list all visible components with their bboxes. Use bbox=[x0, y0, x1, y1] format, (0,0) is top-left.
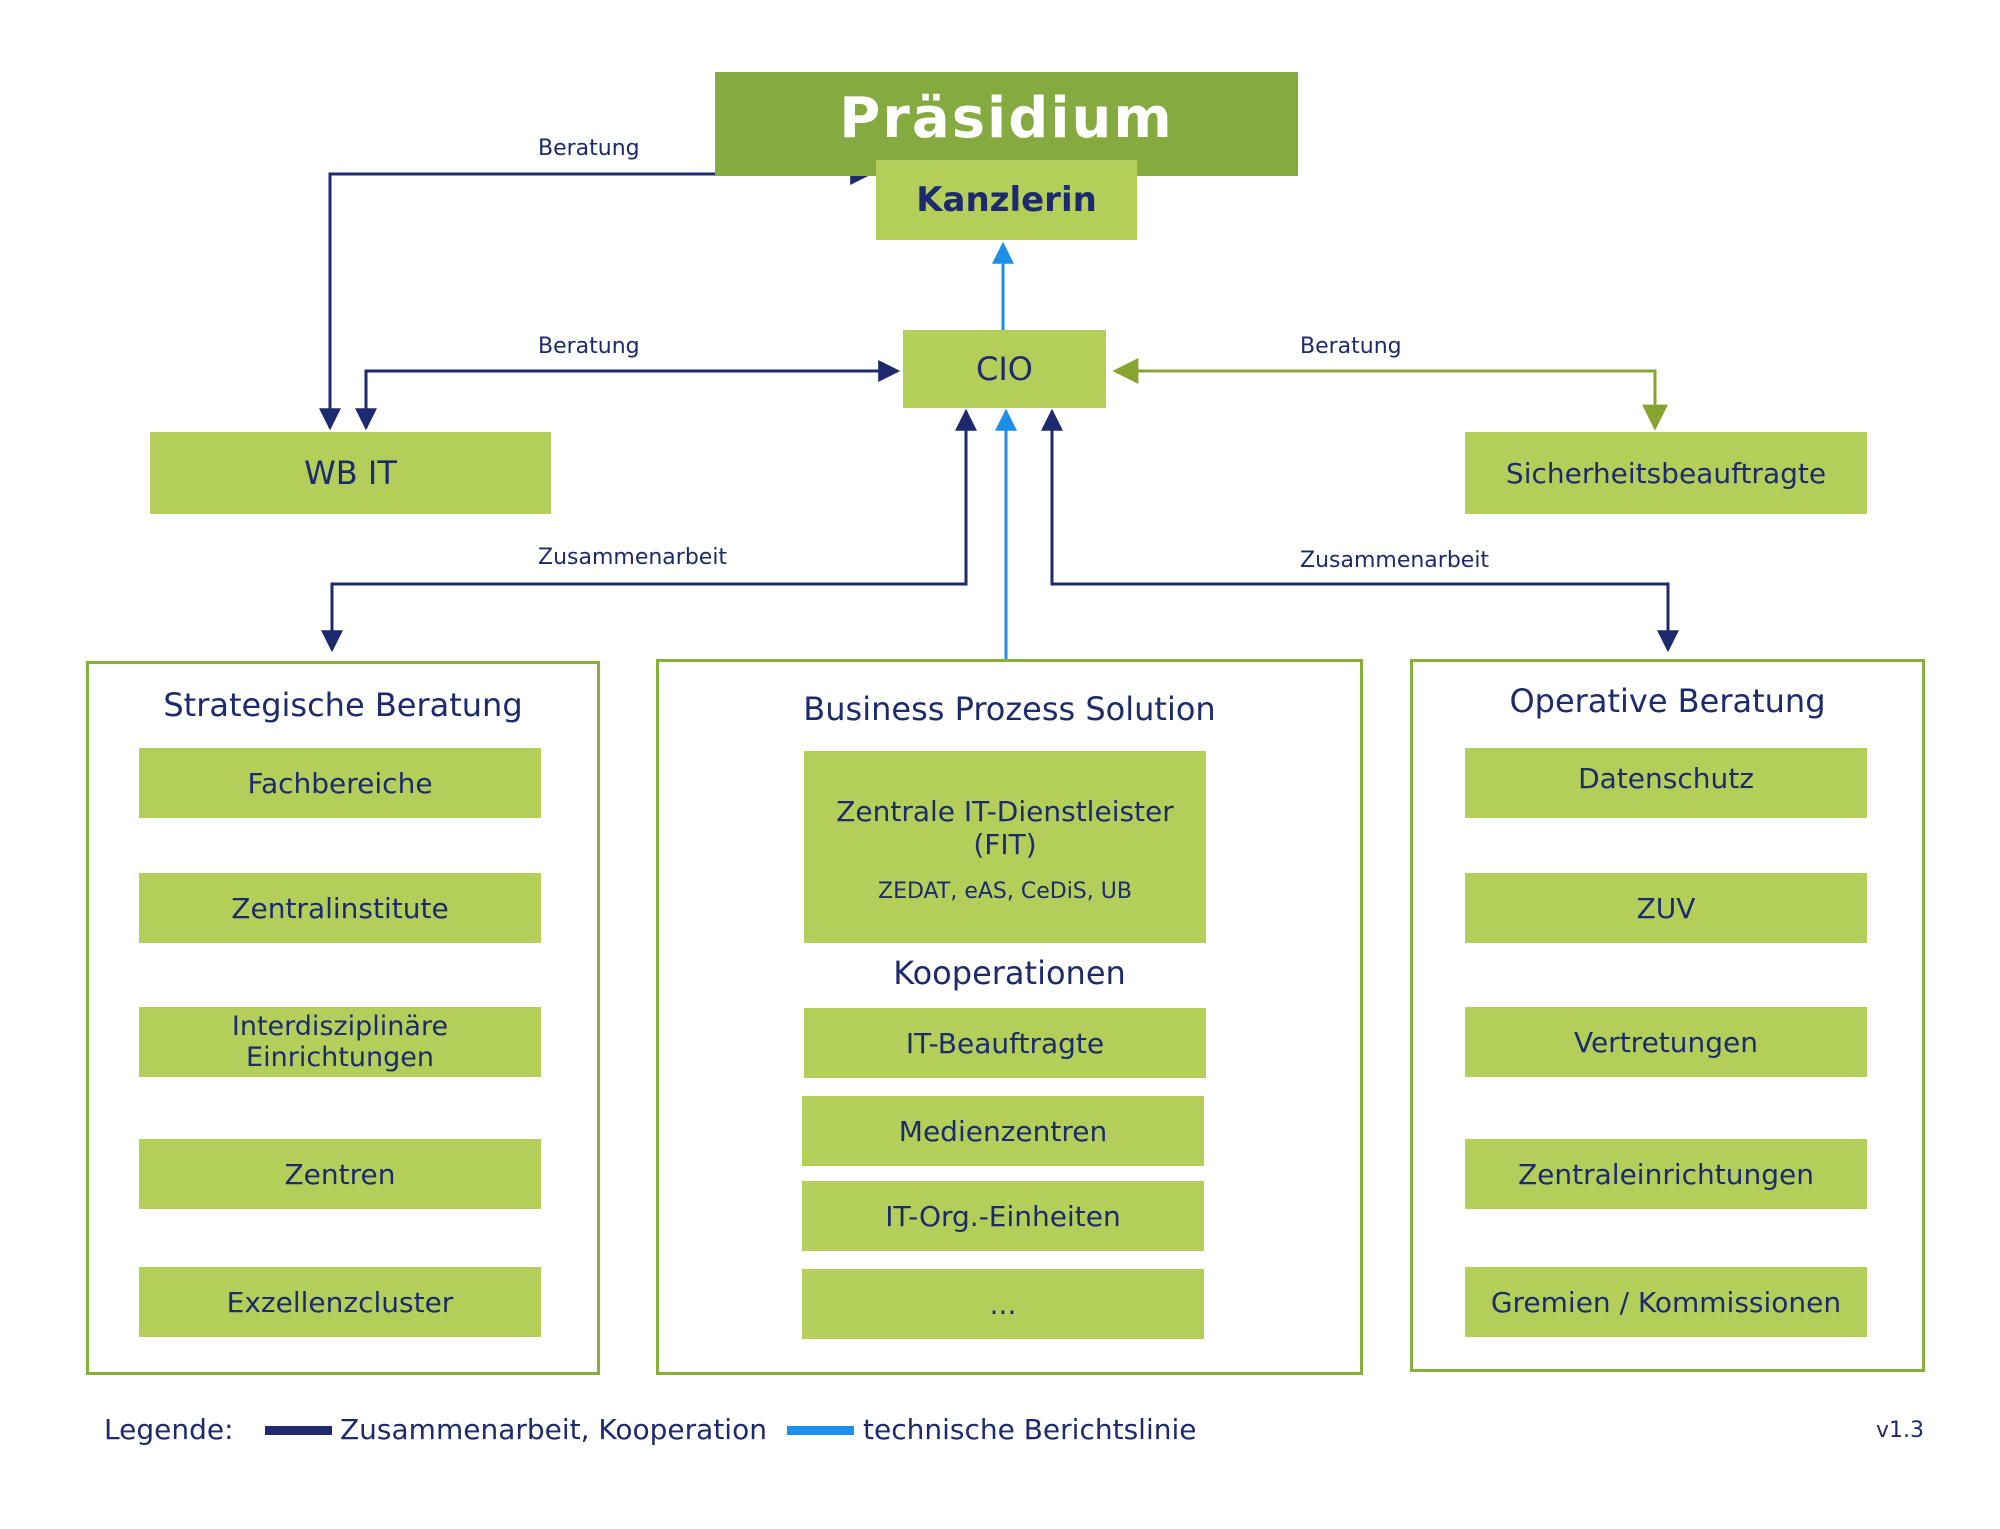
line-beratung-sicherheit bbox=[1112, 358, 1668, 431]
wb-it-box: WB IT bbox=[150, 432, 551, 514]
label-zusammenarbeit-left: Zusammenarbeit bbox=[538, 545, 728, 570]
label-zusammenarbeit-right: Zusammenarbeit bbox=[1300, 548, 1490, 573]
wb-it-label: WB IT bbox=[304, 454, 397, 492]
kanzlerin-label: Kanzlerin bbox=[916, 180, 1097, 220]
version-label: v1.3 bbox=[1876, 1418, 1925, 1443]
strategisch-item-exzellenzcluster: Exzellenzcluster bbox=[139, 1267, 541, 1337]
line-zusammenarbeit-operativ bbox=[1041, 408, 1679, 653]
label-beratung-wbit: Beratung bbox=[538, 334, 640, 359]
sicherheitsbeauftragte-label: Sicherheitsbeauftragte bbox=[1505, 456, 1827, 490]
operativ-item-zentraleinrichtungen: Zentraleinrichtungen bbox=[1465, 1139, 1867, 1209]
operativ-item-zuv: ZUV bbox=[1465, 873, 1867, 943]
strategische-beratung-title: Strategische Beratung bbox=[163, 686, 523, 724]
fit-box: Zentrale IT-Dienstleister (FIT) ZEDAT, e… bbox=[804, 751, 1206, 943]
legend-navy-text: Zusammenarbeit, Kooperation bbox=[340, 1413, 767, 1446]
business-prozess-title: Business Prozess Solution bbox=[803, 690, 1216, 728]
kooperation-item-medienzentren: Medienzentren bbox=[802, 1096, 1204, 1166]
kooperation-item-it-beauftragte: IT-Beauftragte bbox=[804, 1008, 1206, 1078]
cio-label: CIO bbox=[976, 350, 1033, 388]
operative-beratung-title: Operative Beratung bbox=[1509, 682, 1826, 720]
praesidium-box: Präsidium bbox=[715, 72, 1298, 176]
label-beratung-sicherheit: Beratung bbox=[1300, 334, 1402, 359]
strategisch-item-zentren: Zentren bbox=[139, 1139, 541, 1209]
cio-box: CIO bbox=[903, 330, 1106, 408]
praesidium-title: Präsidium bbox=[839, 86, 1174, 151]
strategisch-item-fachbereiche: Fachbereiche bbox=[139, 748, 541, 818]
sicherheitsbeauftragte-box: Sicherheitsbeauftragte bbox=[1465, 432, 1867, 514]
operativ-item-datenschutz: Datenschutz bbox=[1465, 748, 1867, 818]
kooperationen-title: Kooperationen bbox=[893, 954, 1126, 992]
legend-navy-swatch bbox=[265, 1426, 332, 1435]
strategisch-item-interdisziplinaer: Interdisziplinäre Einrichtungen bbox=[139, 1007, 541, 1077]
line-beratung-wbit bbox=[355, 360, 901, 431]
fit-title: Zentrale IT-Dienstleister (FIT) bbox=[836, 795, 1174, 861]
kanzlerin-box: Kanzlerin bbox=[876, 160, 1137, 240]
legend-blue-swatch bbox=[787, 1426, 854, 1435]
line-beratung-kanzlerin bbox=[319, 163, 873, 431]
operativ-item-gremien: Gremien / Kommissionen bbox=[1465, 1267, 1867, 1337]
label-beratung-top: Beratung bbox=[538, 136, 640, 161]
kooperation-item-it-org-einheiten: IT-Org.-Einheiten bbox=[802, 1181, 1204, 1251]
fit-subtitle: ZEDAT, eAS, CeDiS, UB bbox=[878, 879, 1132, 904]
operativ-item-vertretungen: Vertretungen bbox=[1465, 1007, 1867, 1077]
legend-blue-text: technische Berichtslinie bbox=[863, 1413, 1197, 1446]
legend-label: Legende: bbox=[104, 1413, 234, 1446]
line-zusammenarbeit-strategisch bbox=[321, 408, 977, 653]
strategisch-item-zentralinstitute: Zentralinstitute bbox=[139, 873, 541, 943]
kooperation-item-more: ... bbox=[802, 1269, 1204, 1339]
